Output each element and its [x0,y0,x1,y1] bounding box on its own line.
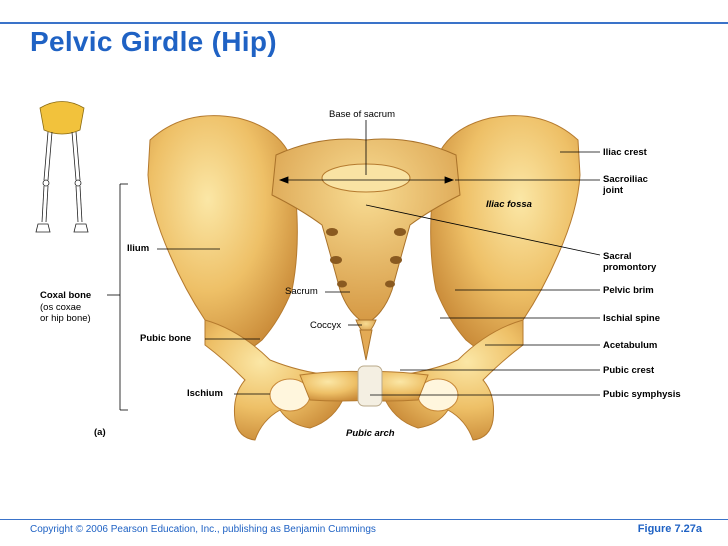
label-coxal-bone: Coxal bone [40,290,92,301]
label-acetabulum: Acetabulum [603,340,658,351]
label-iliac-fossa: Iliac fossa [486,199,532,210]
label-pubic-crest: Pubic crest [603,365,655,376]
left-coxal-bone [147,115,371,441]
copyright-text: Copyright © 2006 Pearson Education, Inc.… [30,524,376,535]
label-sacrum: Sacrum [285,286,318,297]
label-ischium: Ischium [187,388,223,399]
label-sacroiliac-1: Sacroiliac [603,174,648,185]
label-pubic-symphysis: Pubic symphysis [603,389,681,400]
sacrum-shape [271,138,461,361]
figure-number: Figure 7.27a [637,523,702,535]
label-coccyx: Coccyx [310,320,342,331]
label-pubic-bone: Pubic bone [140,333,192,344]
panel-label: (a) [94,427,106,438]
footer-rule [0,519,728,520]
label-coxal-sub2: or hip bone) [40,313,91,324]
pubic-symphysis-shape [357,365,383,407]
label-ischial-spine: Ischial spine [603,313,661,324]
label-coxal-sub1: (os coxae [40,302,82,313]
label-sacral-promontory-2: promontory [603,262,657,273]
label-iliac-crest: Iliac crest [603,147,647,158]
skeleton-thumbnail [35,101,89,233]
page-title: Pelvic Girdle (Hip) [30,26,277,57]
label-ilium: Ilium [127,243,150,254]
label-base-of-sacrum: Base of sacrum [329,109,395,120]
label-sacroiliac-2: joint [603,185,624,196]
label-pelvic-brim: Pelvic brim [603,285,654,296]
label-sacral-promontory-1: Sacral [603,251,632,262]
leader-lines [107,120,601,411]
label-pubic-arch: Pubic arch [346,428,395,439]
header-rule [0,22,728,24]
